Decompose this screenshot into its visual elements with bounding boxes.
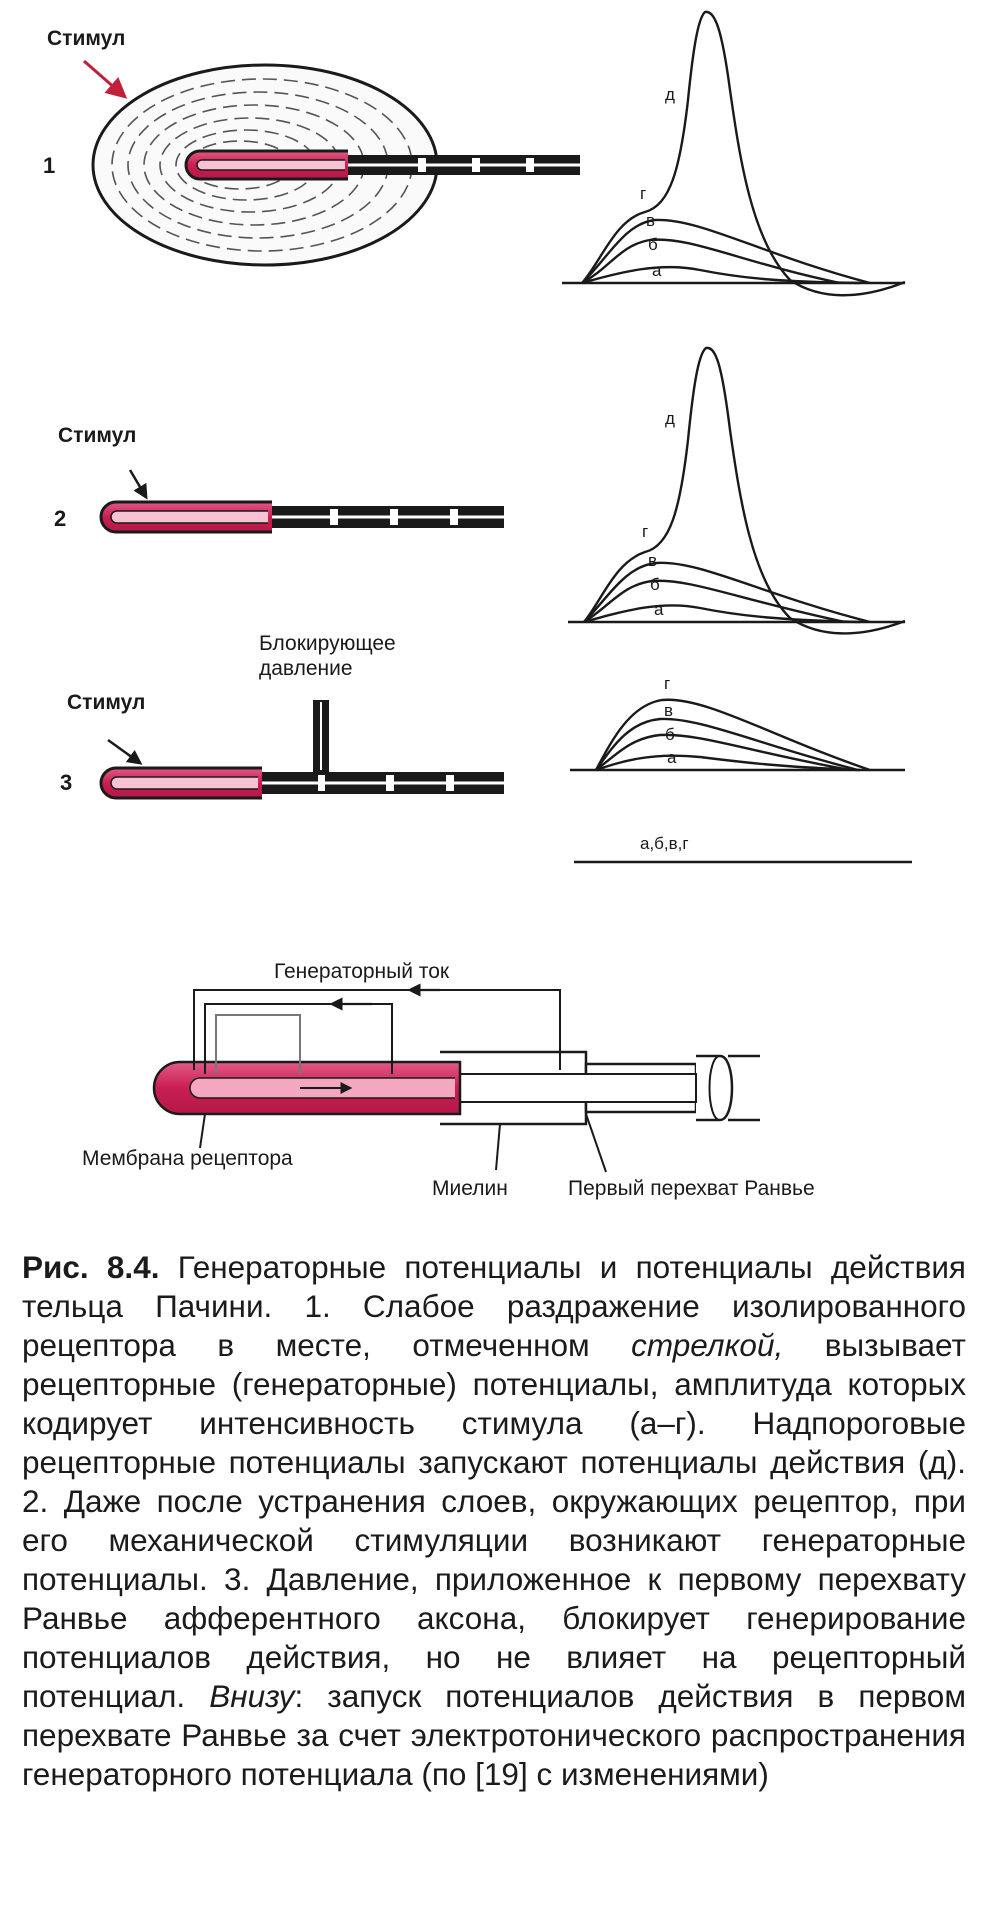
trace-v xyxy=(595,717,859,772)
waveforms-2: д г в б а xyxy=(568,346,906,635)
trace-g xyxy=(594,698,871,772)
caption-title: Рис. 8.4. xyxy=(22,1249,160,1285)
label-a: а xyxy=(654,600,664,619)
caption-italic-2: Внизу xyxy=(209,1678,295,1714)
trace-b xyxy=(581,238,841,285)
stimulus-label: Стимул xyxy=(58,424,136,447)
label-a: а xyxy=(667,748,677,767)
myelin-label: Миелин xyxy=(432,1177,508,1200)
stimulus-arrow xyxy=(107,738,143,765)
label-g: г xyxy=(640,184,646,203)
block-label-line2: давление xyxy=(259,657,353,680)
panel-2: Стимул 2 xyxy=(54,424,504,534)
stimulus-label: Стимул xyxy=(47,27,125,50)
myelinated-axon xyxy=(348,155,580,175)
stimulus-arrow xyxy=(83,59,128,99)
bottom-diagram: Генераторный ток Мембрана рецептора Миел… xyxy=(82,960,815,1200)
label-b: б xyxy=(665,725,675,744)
panel-number: 3 xyxy=(60,770,72,795)
caption-italic-1: стрелкой, xyxy=(631,1327,784,1363)
trace-a xyxy=(595,754,861,772)
trace-a xyxy=(583,604,861,624)
label-g: г xyxy=(664,674,670,693)
label-v: в xyxy=(648,551,657,570)
label-g: г xyxy=(642,522,648,541)
receptor-membrane-label: Мембрана рецептора xyxy=(82,1147,293,1170)
label-d: д xyxy=(665,85,675,104)
flat-trace-label: а,б,в,г xyxy=(640,834,689,853)
block-label-line1: Блокирующее xyxy=(259,632,396,655)
figure-caption: Рис. 8.4. Генераторные потенциалы и поте… xyxy=(22,1248,966,1794)
label-a: а xyxy=(652,261,662,280)
trace-b xyxy=(595,733,851,772)
label-b: б xyxy=(650,575,660,594)
trace-v xyxy=(581,218,871,285)
trace-d xyxy=(581,10,906,297)
caption-text-2: вызывает рецепторные (генераторные) поте… xyxy=(22,1327,966,1714)
trace-b xyxy=(583,579,846,624)
caption-text-1: Генераторные потенциалы и потенциалы дей… xyxy=(22,1249,966,1363)
trace-d xyxy=(583,346,906,635)
myelinated-axon xyxy=(272,506,504,528)
waveforms-1: д г в б а xyxy=(562,10,906,297)
panel-number: 2 xyxy=(54,506,66,531)
first-node-label: Первый перехват Ранвье xyxy=(568,1177,815,1200)
trace-v xyxy=(583,561,871,624)
caption-text-3: : запуск потенциалов действия в первом п… xyxy=(22,1678,966,1792)
label-b: б xyxy=(648,235,658,254)
panel-3: Стимул Блокирующее давление 3 xyxy=(60,632,504,800)
waveforms-3: г в б а а,б,в,г xyxy=(570,674,912,864)
stimulus-arrow xyxy=(128,469,148,500)
panel-number: 1 xyxy=(43,153,55,178)
myelinated-axon xyxy=(262,772,504,794)
label-v: в xyxy=(664,701,673,720)
trace-a xyxy=(581,265,861,285)
generator-current-label: Генераторный ток xyxy=(274,960,450,983)
panel-1: Стимул 1 xyxy=(43,27,580,267)
label-v: в xyxy=(646,211,655,230)
figure-8-4: Стимул 1 д г в б а Стимул 2 xyxy=(43,10,912,1200)
label-d: д xyxy=(665,409,675,428)
stimulus-label: Стимул xyxy=(67,691,145,714)
